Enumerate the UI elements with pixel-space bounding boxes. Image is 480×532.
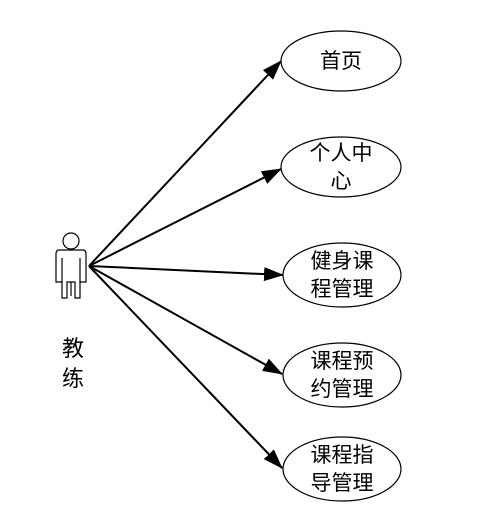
use-case-label: 约管理 — [310, 377, 374, 401]
association-arrow-fitness-course-management — [88, 265, 284, 282]
use-case-course-booking-management: 课程预 约管理 — [283, 343, 401, 407]
use-case-label: 程管理 — [310, 277, 374, 301]
association-arrow-course-booking-management — [88, 265, 283, 375]
use-case-label: 健身课 — [310, 249, 374, 273]
use-case-ellipse-course-guidance-management — [282, 436, 402, 502]
actor-label-line-1: 教 — [61, 337, 84, 362]
use-case-label: 心 — [330, 169, 352, 193]
use-case-label: 首页 — [320, 49, 362, 73]
association-arrow-course-guidance-management — [88, 265, 283, 469]
use-case-label: 导管理 — [310, 471, 374, 495]
use-case-fitness-course-management: 健身课 程管理 — [283, 243, 401, 307]
person-icon — [55, 232, 87, 299]
use-case-label: 个人中 — [309, 141, 373, 165]
use-case-ellipse-fitness-course-management — [282, 242, 402, 308]
use-case-ellipse-home — [280, 30, 402, 92]
use-case-personal-center: 个人中 心 — [281, 137, 401, 197]
use-case-label: 课程预 — [310, 349, 374, 373]
use-case-label: 课程指 — [310, 443, 374, 467]
actor-label-line-2: 练 — [61, 367, 84, 392]
actor-label: 教 练 — [53, 335, 93, 395]
association-arrow-personal-center — [88, 168, 282, 267]
use-case-ellipse-personal-center — [280, 136, 402, 198]
use-case-course-guidance-management: 课程指 导管理 — [283, 437, 401, 501]
association-arrow-home — [88, 60, 282, 267]
use-case-ellipse-course-booking-management — [282, 342, 402, 408]
use-case-home: 首页 — [281, 31, 401, 91]
